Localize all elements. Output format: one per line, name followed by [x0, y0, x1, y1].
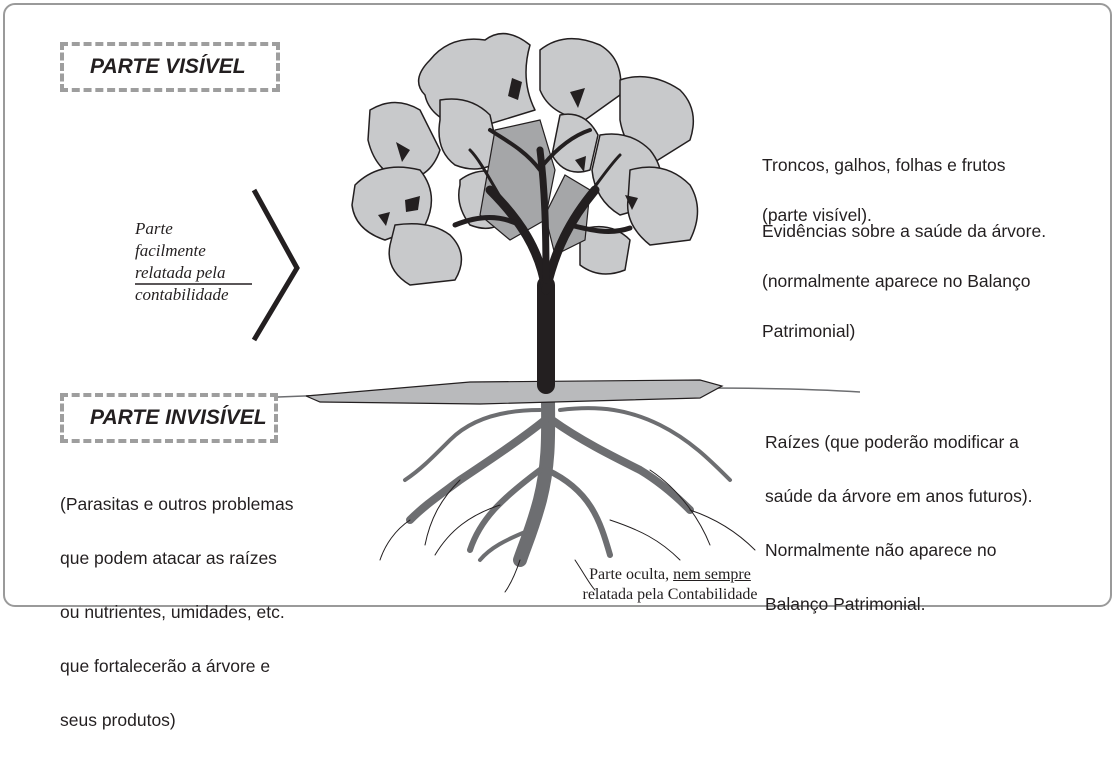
- bracket-line-1: Parte: [135, 218, 228, 240]
- bracket-line-2: facilmente: [135, 240, 228, 262]
- bracket-line-4: contabilidade: [135, 284, 228, 306]
- roots-description: Raízes (que poderão modificar a saúde da…: [765, 402, 1033, 645]
- visible-desc-line-1: Troncos, galhos, folhas e frutos: [762, 153, 1006, 178]
- roots-desc-line-2: saúde da árvore em anos futuros).: [765, 483, 1033, 510]
- caption-line-1: Parte oculta, nem sempre: [555, 565, 785, 585]
- parasites-desc-line-1: (Parasitas e outros problemas: [60, 491, 293, 518]
- ground-slab: [306, 380, 722, 404]
- bracket-description: Parte facilmente relatada pela contabili…: [135, 218, 228, 306]
- parasites-desc-line-2: que podem atacar as raízes: [60, 545, 293, 572]
- roots: [380, 395, 755, 592]
- parasites-description: (Parasitas e outros problemas que podem …: [60, 464, 293, 761]
- caption-part-2: nem sempre: [673, 566, 751, 583]
- roots-desc-line-4: Balanço Patrimonial.: [765, 591, 1033, 618]
- bracket-chevron: [254, 190, 297, 340]
- hidden-part-caption: Parte oculta, nem sempre relatada pela C…: [555, 565, 785, 605]
- health-evidence-description: Evidências sobre a saúde da árvore. (nor…: [762, 194, 1046, 369]
- health-desc-line-2: (normalmente aparece no Balanço: [762, 269, 1046, 294]
- roots-desc-line-3: Normalmente não aparece no: [765, 537, 1033, 564]
- caption-line-2: relatada pela Contabilidade: [555, 585, 785, 605]
- health-desc-line-1: Evidências sobre a saúde da árvore.: [762, 219, 1046, 244]
- bracket-line-3: relatada pela: [135, 262, 228, 284]
- health-desc-line-3: Patrimonial): [762, 319, 1046, 344]
- parasites-desc-line-4: que fortalecerão a árvore e: [60, 653, 293, 680]
- roots-desc-line-1: Raízes (que poderão modificar a: [765, 429, 1033, 456]
- parasites-desc-line-3: ou nutrientes, umidades, etc.: [60, 599, 293, 626]
- parasites-desc-line-5: seus produtos): [60, 707, 293, 734]
- caption-part-1: Parte oculta,: [589, 566, 673, 583]
